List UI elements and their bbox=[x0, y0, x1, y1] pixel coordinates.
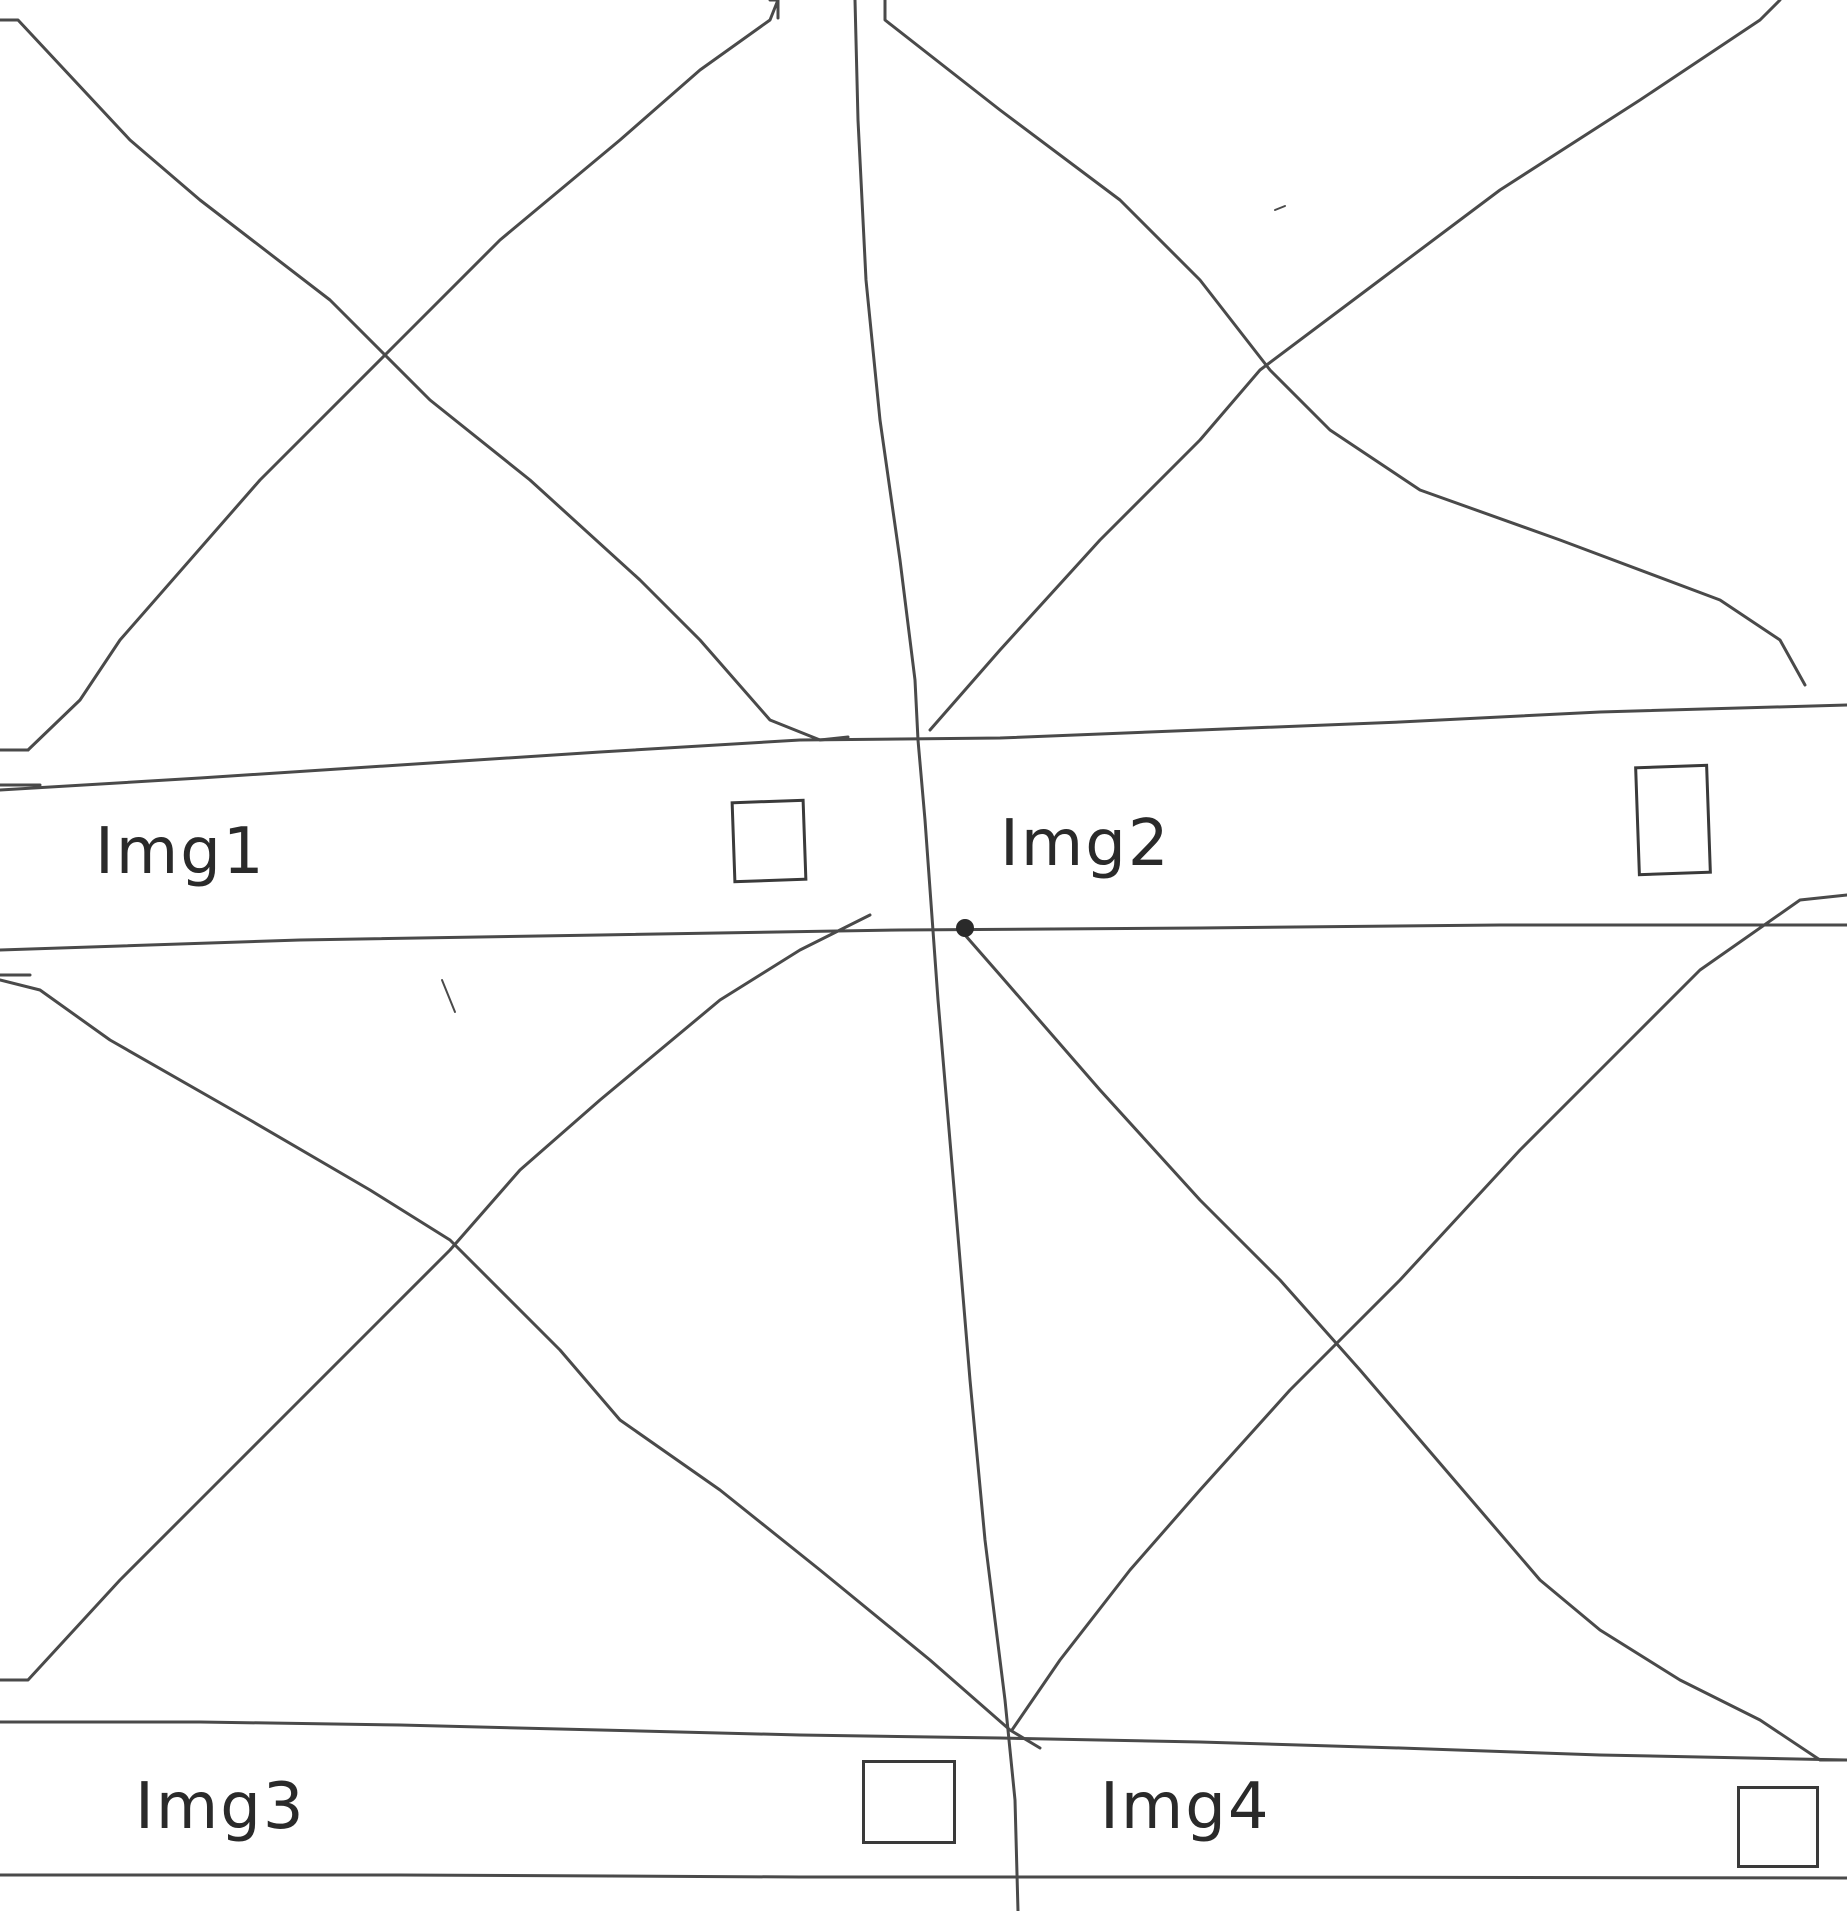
image-caption: Img3 bbox=[135, 1770, 306, 1844]
image-caption: Img4 bbox=[1100, 1770, 1271, 1844]
image-placeholder-2 bbox=[883, 0, 1807, 732]
image-caption: Img1 bbox=[95, 815, 266, 889]
image-caption: Img2 bbox=[1000, 807, 1171, 881]
select-checkbox[interactable] bbox=[1634, 763, 1712, 877]
image-placeholder-4 bbox=[963, 893, 1847, 1762]
select-checkbox[interactable] bbox=[730, 798, 808, 884]
select-checkbox[interactable] bbox=[1737, 1786, 1819, 1868]
image-placeholder-1 bbox=[0, 0, 850, 787]
image-placeholder-3 bbox=[0, 913, 1042, 1750]
select-checkbox[interactable] bbox=[862, 1760, 956, 1844]
